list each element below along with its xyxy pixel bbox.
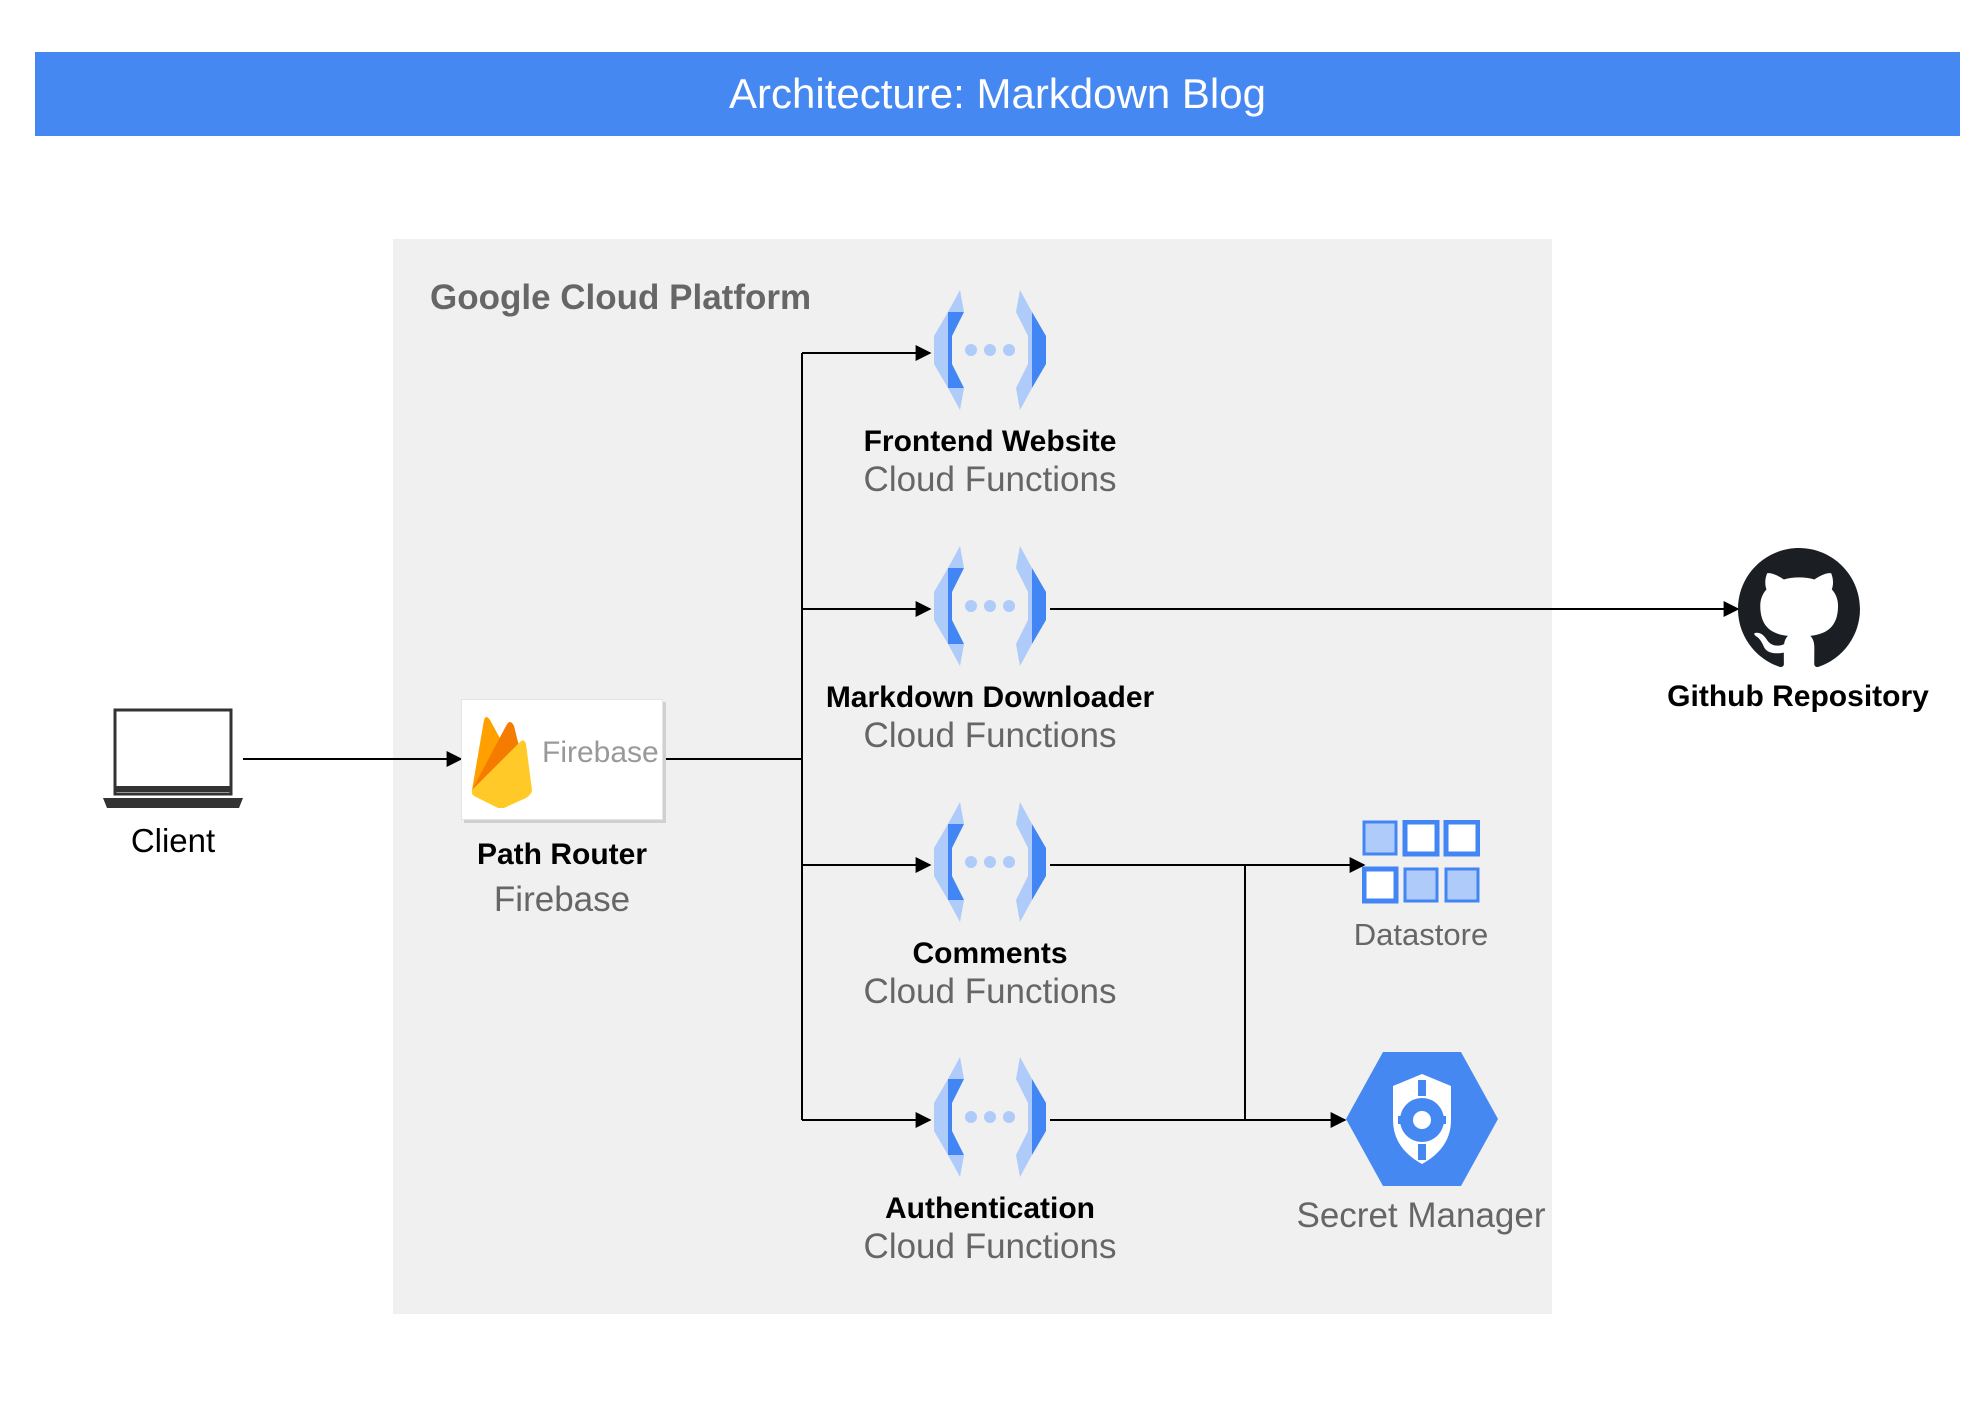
function-service: Cloud Functions <box>863 1227 1117 1266</box>
path-router-service: Firebase <box>493 880 631 919</box>
cloud-functions-icon <box>930 546 1050 671</box>
function-service: Cloud Functions <box>863 716 1117 755</box>
github-icon <box>1738 548 1860 670</box>
datastore-label: Datastore <box>1353 917 1489 952</box>
gcp-group-label: Google Cloud Platform <box>430 278 812 317</box>
cloud-functions-icon <box>930 802 1050 927</box>
datastore-icon <box>1361 819 1481 904</box>
function-name: Authentication <box>885 1192 1095 1225</box>
secret-manager-label: Secret Manager <box>1296 1196 1546 1235</box>
cloud-functions-icon <box>930 1057 1050 1182</box>
function-service: Cloud Functions <box>863 972 1117 1011</box>
github-label: Github Repository <box>1667 680 1929 713</box>
function-name: Frontend Website <box>863 425 1117 458</box>
diagram-title: Architecture: Markdown Blog <box>35 52 1960 136</box>
secret-manager-icon <box>1345 1050 1499 1188</box>
firebase-logo-text: Firebase <box>542 736 659 769</box>
function-service: Cloud Functions <box>863 460 1117 499</box>
function-name: Markdown Downloader <box>825 681 1155 714</box>
path-router-name: Path Router <box>476 838 648 871</box>
laptop-icon <box>103 708 243 810</box>
firebase-icon <box>468 712 534 813</box>
function-name: Comments <box>912 937 1068 970</box>
cloud-functions-icon <box>930 290 1050 415</box>
client-label: Client <box>130 822 216 859</box>
firebase-node: Firebase <box>461 699 663 820</box>
